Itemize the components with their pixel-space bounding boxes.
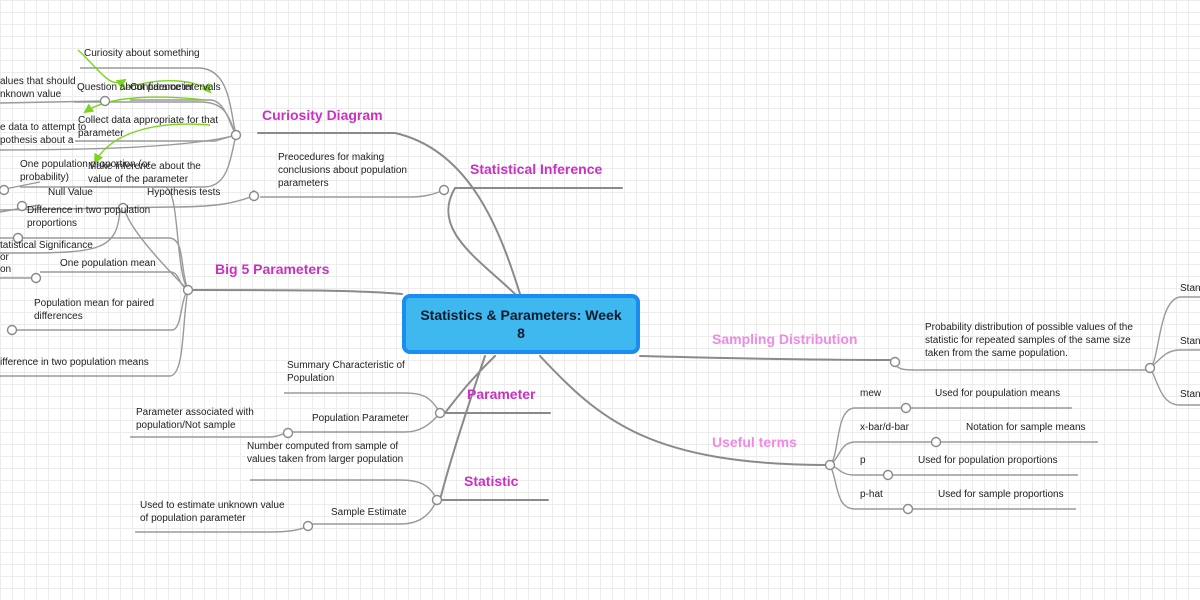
- term-meaning-xbar[interactable]: Notation for sample means: [966, 422, 1086, 433]
- curiosity-node-6[interactable]: Hypothesis tests: [147, 187, 221, 198]
- null-value-node[interactable]: Null Value: [48, 187, 93, 198]
- branch-statistic[interactable]: Statistic: [464, 473, 519, 489]
- sampling-stub-1[interactable]: Stan: [1180, 283, 1200, 294]
- sample-estimate[interactable]: Sample Estimate: [331, 507, 407, 518]
- branch-useful-terms[interactable]: Useful terms: [712, 434, 797, 450]
- sampling-stub-2[interactable]: Stan: [1180, 336, 1200, 347]
- branch-curiosity-diagram[interactable]: Curiosity Diagram: [262, 107, 383, 123]
- curiosity-node-2[interactable]: Question about parameter: [77, 82, 194, 93]
- big5-node-3[interactable]: One population mean: [60, 258, 156, 269]
- clipped-node-3[interactable]: e data to attempt to: [0, 122, 87, 133]
- central-topic-title: Statistics & Parameters: Week 8: [420, 307, 622, 341]
- term-meaning-p[interactable]: Used for population proportions: [918, 455, 1058, 466]
- statistic-used[interactable]: Used to estimate unknown value of popula…: [140, 500, 285, 524]
- curiosity-node-1[interactable]: Curiosity about something: [84, 48, 200, 59]
- clipped-node-5[interactable]: tatistical Significance: [0, 240, 93, 251]
- sampling-stub-3[interactable]: Stan: [1180, 389, 1200, 400]
- clipped-node-7[interactable]: on: [0, 264, 12, 275]
- curiosity-node-5[interactable]: Make inference about the value of the pa…: [88, 161, 201, 185]
- term-symbol-phat[interactable]: p-hat: [860, 489, 883, 500]
- branch-statistical-inference[interactable]: Statistical Inference: [470, 161, 603, 177]
- branch-sampling-distribution[interactable]: Sampling Distribution: [712, 331, 858, 347]
- clipped-node-4[interactable]: pothesis about a: [0, 135, 74, 146]
- curiosity-node-3[interactable]: Confidence intervals: [130, 82, 221, 93]
- population-parameter[interactable]: Population Parameter: [312, 413, 409, 424]
- statistic-number[interactable]: Number computed from sample of values ta…: [247, 441, 404, 465]
- clipped-node-1[interactable]: alues that should: [0, 76, 76, 87]
- term-symbol-mew[interactable]: mew: [860, 388, 882, 399]
- big5-node-1[interactable]: One population proportion (or probabilit…: [20, 159, 151, 183]
- branch-big-5-parameters[interactable]: Big 5 Parameters: [215, 261, 330, 277]
- parameter-associated[interactable]: Parameter associated with population/Not…: [136, 407, 254, 431]
- inference-description[interactable]: Preocedures for making conclusions about…: [278, 152, 407, 189]
- term-symbol-xbar[interactable]: x-bar/d-bar: [860, 422, 909, 433]
- clipped-node-2[interactable]: nknown value: [0, 89, 62, 100]
- branch-parameter[interactable]: Parameter: [467, 386, 536, 402]
- term-symbol-p[interactable]: p: [860, 455, 866, 466]
- clipped-node-6[interactable]: or: [0, 252, 9, 263]
- term-meaning-mew[interactable]: Used for poupulation means: [935, 388, 1061, 399]
- term-meaning-phat[interactable]: Used for sample proportions: [938, 489, 1064, 500]
- curiosity-node-4[interactable]: Collect data appropriate for that parame…: [78, 115, 219, 139]
- big5-node-4[interactable]: Population mean for paired differences: [34, 298, 155, 322]
- parameter-summary[interactable]: Summary Characteristic of Population: [287, 360, 405, 384]
- central-topic[interactable]: Statistics & Parameters: Week 8: [402, 294, 640, 354]
- big5-node-5[interactable]: ifference in two population means: [0, 357, 149, 368]
- sampling-description[interactable]: Probability distribution of possible val…: [925, 322, 1133, 359]
- big5-node-2[interactable]: Difference in two population proportions: [27, 205, 151, 229]
